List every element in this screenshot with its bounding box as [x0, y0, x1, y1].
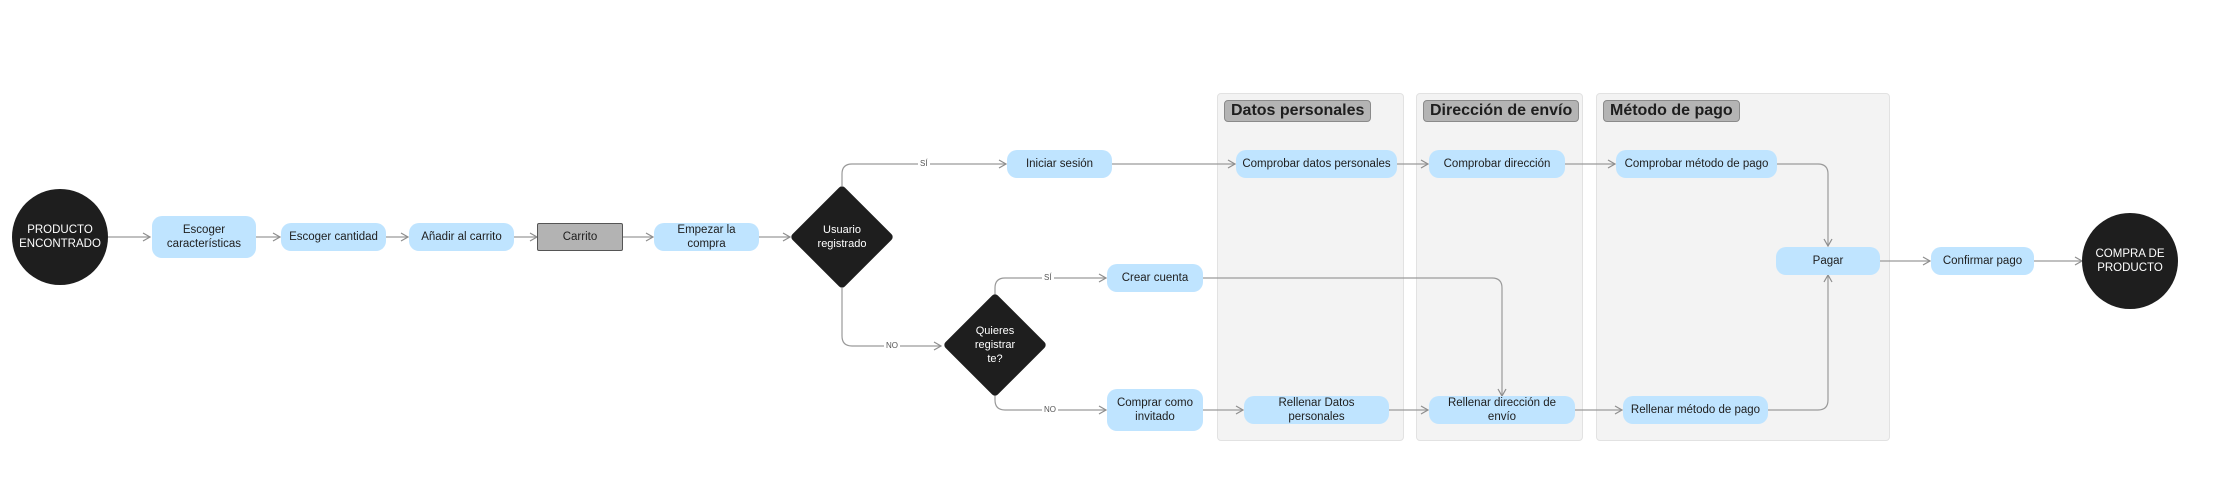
decision-usuario-registrado-label: Usuario registrado [817, 224, 867, 250]
end-node: COMPRA DE PRODUCTO [2082, 213, 2178, 309]
edge-label-no-register: NO [1042, 405, 1058, 415]
edge-label-yes-registered: SÍ [918, 159, 930, 169]
node-empezar-compra: Empezar la compra [654, 223, 759, 251]
node-comprobar-metodo-pago: Comprobar método de pago [1616, 150, 1777, 178]
edge-fill-payment-to-pay [1768, 273, 1833, 411]
edge-no-to-register-decision [841, 288, 943, 351]
node-carrito: Carrito [537, 223, 623, 251]
edge-label-no-registered: NO [884, 341, 900, 351]
node-iniciar-sesion: Iniciar sesión [1007, 150, 1112, 178]
section-title-direccion-envio: Dirección de envío [1423, 100, 1580, 122]
section-title-metodo-pago: Método de pago [1603, 100, 1740, 122]
edge-yes-to-login [841, 159, 1008, 186]
node-rellenar-metodo-pago: Rellenar método de pago [1623, 396, 1768, 424]
node-comprar-invitado: Comprar como invitado [1107, 389, 1203, 431]
edge-yes-register-to-create [994, 273, 1108, 297]
node-rellenar-direccion-envio: Rellenar dirección de envío [1429, 396, 1575, 424]
node-pagar: Pagar [1776, 247, 1880, 275]
node-comprobar-direccion: Comprobar dirección [1429, 150, 1565, 178]
edge-check-payment-to-pay [1777, 163, 1833, 248]
node-rellenar-datos-personales: Rellenar Datos personales [1244, 396, 1389, 424]
start-node: PRODUCTO ENCONTRADO [12, 189, 108, 285]
edge-create-to-fill-address [1203, 277, 1507, 398]
node-comprobar-datos-personales: Comprobar datos personales [1236, 150, 1397, 178]
node-escoger-caracteristicas: Escoger características [152, 216, 256, 258]
node-escoger-cantidad: Escoger cantidad [281, 223, 386, 251]
node-confirmar-pago: Confirmar pago [1931, 247, 2034, 275]
edge-no-register-to-guest [994, 395, 1108, 415]
node-anadir-carrito: Añadir al carrito [409, 223, 514, 251]
decision-quieres-registrarte-label: Quieres registrar te? [974, 325, 1016, 365]
section-title-datos-personales: Datos personales [1224, 100, 1372, 122]
node-crear-cuenta: Crear cuenta [1107, 264, 1203, 292]
edge-label-yes-register: SÍ [1042, 273, 1054, 283]
